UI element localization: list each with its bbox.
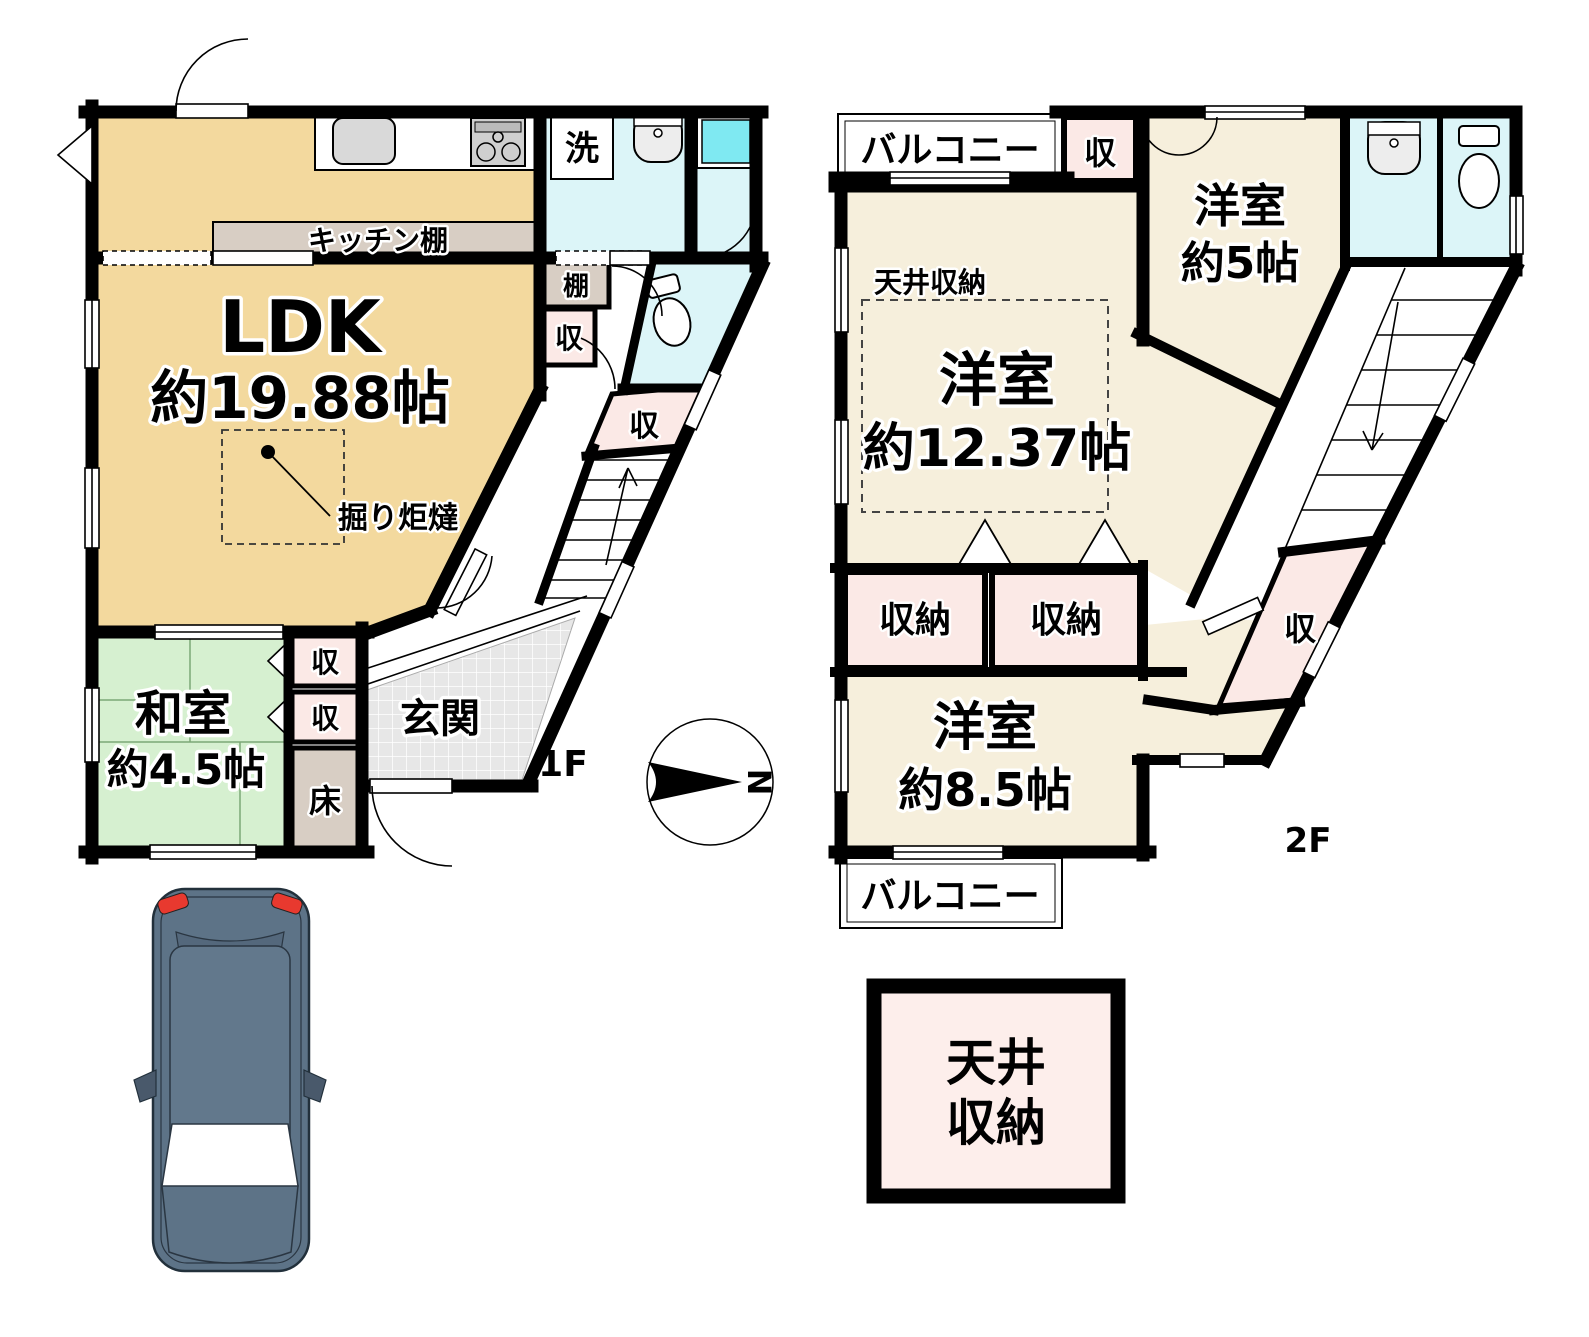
label-laundry: 洗 xyxy=(565,129,599,169)
label-tokonoma: 床 xyxy=(309,782,341,820)
compass-needle-icon xyxy=(648,762,742,802)
genkan-step-lines xyxy=(361,595,588,687)
label-balcony-bottom: バルコニー xyxy=(860,876,1039,917)
side-mirror-icon xyxy=(303,1069,327,1103)
label-room85-size: 約8.5帖 xyxy=(898,763,1072,817)
label-room85: 洋室 xyxy=(933,698,1037,758)
label-annex-line1: 天井 xyxy=(946,1034,1046,1092)
tatami-lines xyxy=(92,632,288,852)
label-stair-closet-2f: 収 xyxy=(1284,610,1316,648)
label-room12-size: 約12.37帖 xyxy=(863,419,1131,479)
floor1-plan: LDK 約19.88帖 キッチン棚 洗 掘り炬燵 棚 収 収 和室 約4.5帖 … xyxy=(56,38,771,867)
label-room5: 洋室 xyxy=(1194,179,1286,233)
car-top-view xyxy=(133,887,327,1273)
label-kitchen-shelf: キッチン棚 xyxy=(308,224,448,257)
label-floor1: 1F xyxy=(538,744,588,785)
label-stair-closet-1f: 収 xyxy=(629,409,660,444)
room-yoshitsu5 xyxy=(1137,117,1352,404)
kotatsu-annotation xyxy=(221,429,345,545)
washbasin-icon-2f xyxy=(1367,121,1421,175)
label-genkan: 玄関 xyxy=(400,696,480,742)
washer-space xyxy=(550,116,614,180)
double-door-icon xyxy=(1140,116,1218,156)
compass-north-label: N xyxy=(740,769,778,796)
label-kotatsu: 掘り炬燵 xyxy=(338,501,458,536)
label-shelf: 棚 xyxy=(563,272,589,302)
label-closet-lower: 収 xyxy=(311,702,340,735)
openings-1f xyxy=(84,250,722,860)
storage-left-box xyxy=(842,569,988,671)
label-floor2: 2F xyxy=(1285,821,1332,861)
openings-2f xyxy=(834,105,1524,860)
toilet-icon-1f xyxy=(645,273,692,347)
compass: N xyxy=(646,718,778,846)
stairs-2f xyxy=(1216,267,1500,709)
walls-1f-inner xyxy=(283,256,713,857)
stairs-1f xyxy=(541,459,676,599)
label-storage-left: 収納 xyxy=(879,600,951,641)
ceiling-storage-dashed xyxy=(861,299,1109,513)
stove-icon xyxy=(470,117,526,167)
washbasin-icon-1f xyxy=(633,113,683,163)
label-ldk-size: 約19.88帖 xyxy=(150,364,449,432)
doors-1f xyxy=(56,38,757,867)
walls-2f-inner xyxy=(830,107,1521,765)
side-mirror-icon xyxy=(133,1069,157,1103)
label-closet-upper: 収 xyxy=(311,646,340,679)
label-balcony-top: バルコニー xyxy=(860,130,1039,171)
tokonoma-box xyxy=(289,745,361,853)
annex-ceiling-storage-box: 天井 収納 xyxy=(866,978,1126,1204)
label-storage-right: 収納 xyxy=(1030,600,1102,641)
tail-light-icon xyxy=(157,892,303,915)
room-yoshitsu12 xyxy=(840,188,1276,598)
label-room5-size: 約5帖 xyxy=(1181,238,1300,289)
balcony-bottom xyxy=(839,857,1063,929)
label-washitsu-size: 約4.5帖 xyxy=(107,745,265,794)
toilet-icon-2f xyxy=(1458,125,1500,209)
label-annex-line2: 収納 xyxy=(946,1094,1046,1152)
floor2-plan: バルコニー 収 洋室 約5帖 天井収納 洋室 約12.37帖 収 収納 収納 洋… xyxy=(828,105,1525,929)
bathtub-icon xyxy=(696,114,756,169)
label-ceiling-note: 天井収納 xyxy=(874,266,986,299)
label-closet-top: 収 xyxy=(1084,134,1116,172)
label-ldk: LDK xyxy=(219,285,383,369)
label-washitsu: 和室 xyxy=(135,686,231,742)
kitchen-sink-icon xyxy=(332,117,396,165)
label-room12: 洋室 xyxy=(939,346,1055,414)
label-hall-closet: 収 xyxy=(555,322,584,355)
